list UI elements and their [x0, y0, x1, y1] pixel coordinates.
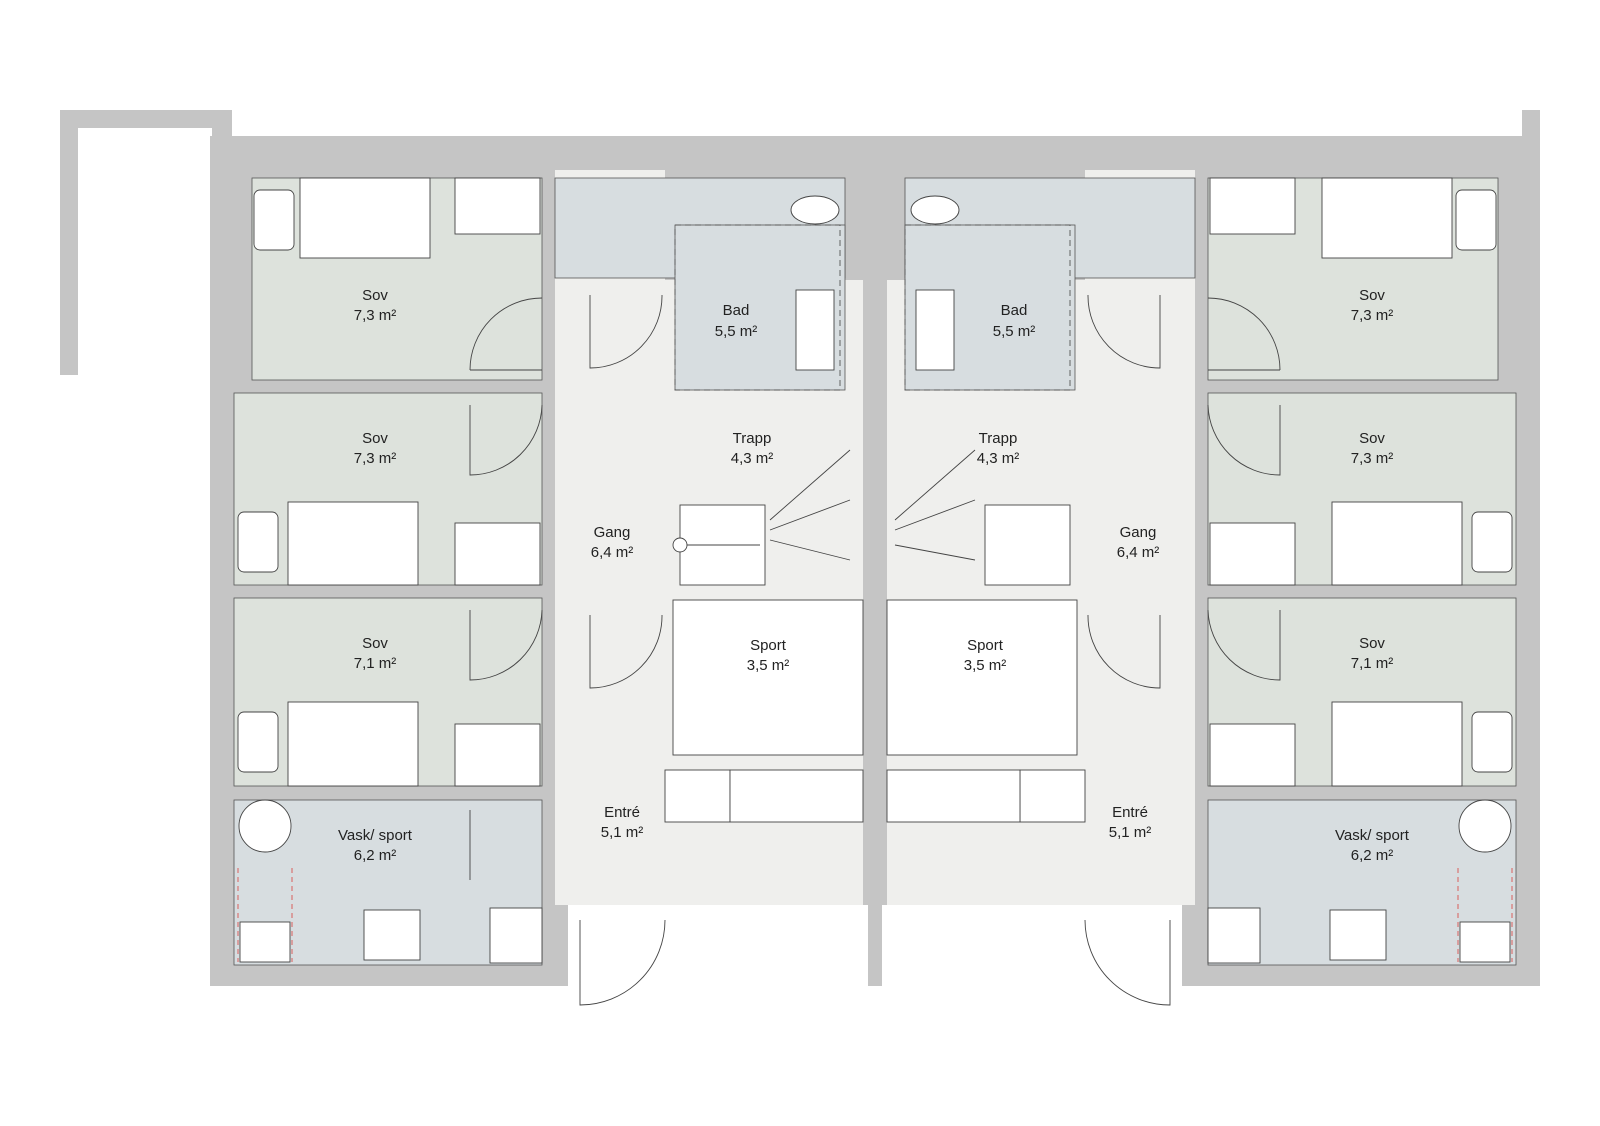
room-area-entre-l: 5,1 m² — [601, 824, 644, 841]
room-area-sov-l1: 7,3 m² — [354, 307, 397, 324]
room-name-sport-l: Sport — [750, 637, 787, 654]
room-area-sport-l: 3,5 m² — [747, 657, 790, 674]
room-area-bad-r: 5,5 m² — [993, 323, 1036, 340]
room-name-sov-r3: Sov — [1359, 635, 1385, 652]
left-fixtures — [237, 177, 851, 1006]
room-area-sov-r3: 7,1 m² — [1351, 655, 1394, 672]
room-area-trapp-r: 4,3 m² — [977, 450, 1020, 467]
room-area-vask-r: 6,2 m² — [1351, 847, 1394, 864]
room-name-sport-r: Sport — [967, 637, 1004, 654]
room-area-vask-l: 6,2 m² — [354, 847, 397, 864]
room-area-gang-l: 6,4 m² — [591, 544, 634, 561]
room-name-gang-l: Gang — [594, 524, 631, 541]
room-name-gang-r: Gang — [1120, 524, 1157, 541]
room-name-trapp-r: Trapp — [979, 430, 1018, 447]
room-name-bad-r: Bad — [1001, 302, 1028, 319]
room-area-trapp-l: 4,3 m² — [731, 450, 774, 467]
room-name-entre-l: Entré — [604, 804, 640, 821]
room-name-vask-r: Vask/ sport — [1335, 827, 1410, 844]
room-area-sov-l2: 7,3 m² — [354, 450, 397, 467]
room-name-sov-l1: Sov — [362, 287, 388, 304]
room-name-sov-l2: Sov — [362, 430, 388, 447]
room-name-sov-r2: Sov — [1359, 430, 1385, 447]
right-fixtures — [894, 177, 1513, 1006]
room-name-sov-l3: Sov — [362, 635, 388, 652]
room-area-sport-r: 3,5 m² — [964, 657, 1007, 674]
room-name-vask-l: Vask/ sport — [338, 827, 413, 844]
room-name-trapp-l: Trapp — [733, 430, 772, 447]
room-area-gang-r: 6,4 m² — [1117, 544, 1160, 561]
room-name-entre-r: Entré — [1112, 804, 1148, 821]
room-area-sov-l3: 7,1 m² — [354, 655, 397, 672]
room-area-bad-l: 5,5 m² — [715, 323, 758, 340]
room-area-sov-r2: 7,3 m² — [1351, 450, 1394, 467]
room-area-sov-r1: 7,3 m² — [1351, 307, 1394, 324]
room-area-entre-r: 5,1 m² — [1109, 824, 1152, 841]
room-labels: Sov 7,3 m² Sov 7,3 m² Sov 7,1 m² Vask/ s… — [338, 287, 1410, 864]
room-name-bad-l: Bad — [723, 302, 750, 319]
room-name-sov-r1: Sov — [1359, 287, 1385, 304]
